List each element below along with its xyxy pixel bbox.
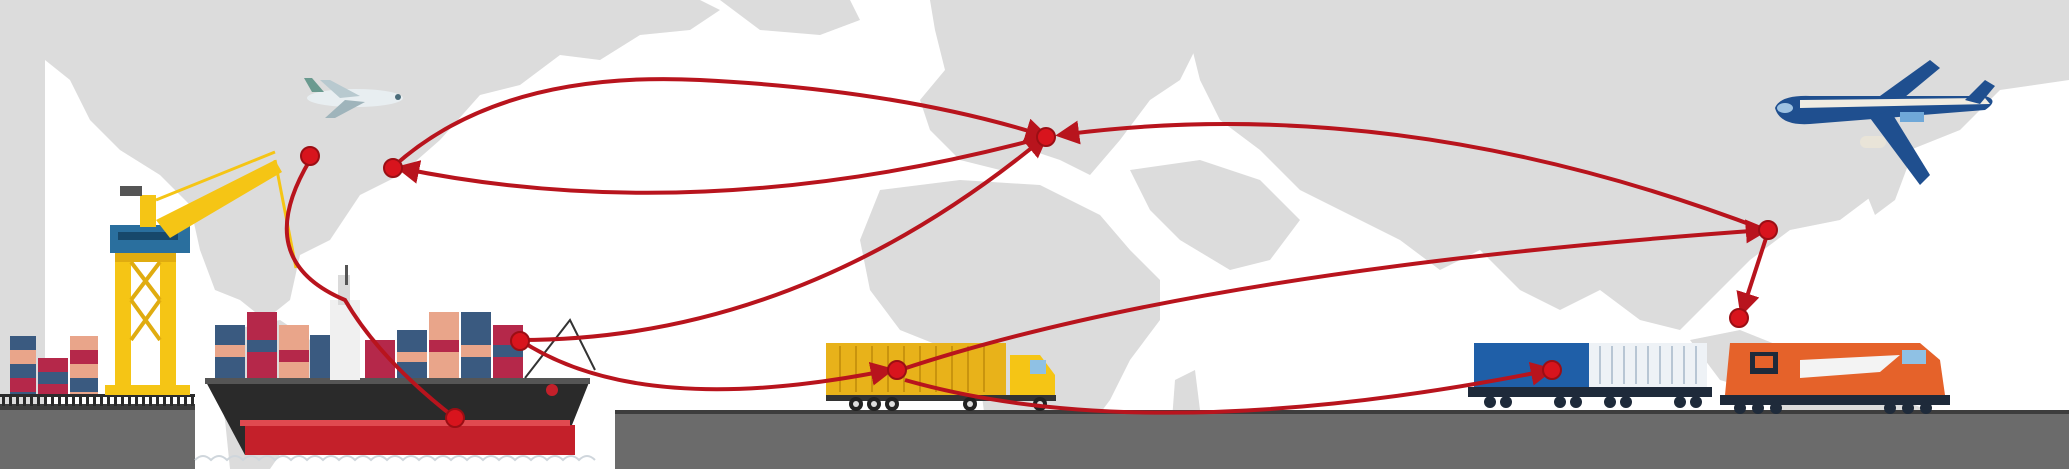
container-stack-icon (10, 336, 98, 394)
route-node (300, 146, 320, 166)
route-line (519, 133, 1049, 342)
route-node (445, 408, 465, 428)
route-lines (284, 77, 1770, 420)
route-line (1736, 231, 1770, 317)
container-truck-icon (826, 343, 1056, 411)
passenger-plane-icon (304, 78, 403, 118)
route-line (518, 338, 895, 392)
route-line (395, 135, 1046, 195)
route-node (1542, 360, 1562, 380)
route-node (887, 360, 907, 380)
route-nodes (300, 127, 1778, 428)
route-line (899, 219, 1770, 372)
route-node (1758, 220, 1778, 240)
route-line (284, 158, 457, 420)
route-node (510, 331, 530, 351)
route-line (904, 361, 1555, 415)
cargo-plane-icon (1775, 60, 1995, 185)
container-ship-icon (205, 265, 596, 455)
route-node (1729, 308, 1749, 328)
harbor-crane-icon (105, 150, 298, 395)
route-line (1055, 120, 1766, 232)
route-node (1036, 127, 1056, 147)
route-line (391, 77, 1050, 169)
quay-left (0, 394, 195, 469)
ground-right (615, 410, 2069, 469)
route-node (383, 158, 403, 178)
water-ripple (194, 455, 596, 462)
